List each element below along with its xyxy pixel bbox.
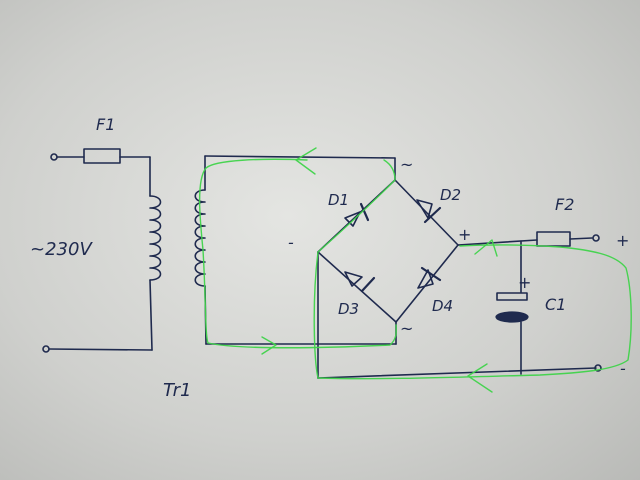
flow-arrow-top <box>295 147 317 175</box>
secondary-circuit <box>194 155 397 345</box>
input-terminal-bottom <box>42 345 50 353</box>
input-circuit <box>42 148 162 353</box>
output-minus-label: - <box>620 359 626 378</box>
output-terminal-plus <box>592 234 600 242</box>
fuse-f1 <box>83 148 121 164</box>
flow-arrow-bottom <box>467 363 493 393</box>
bridge-rectifier <box>317 179 459 379</box>
diode-d3 <box>344 271 376 293</box>
capacitor-plate-negative <box>495 311 529 323</box>
diode-d2-label: D2 <box>440 186 461 204</box>
transformer-label: Tr1 <box>163 380 191 401</box>
ac-symbol-top: ~ <box>400 155 413 174</box>
mains-voltage-label: ~230V <box>30 239 93 260</box>
diode-d1-label: D1 <box>328 191 349 209</box>
output-plus-label: + <box>616 231 629 250</box>
bridge-plus-label: + <box>458 225 471 244</box>
diode-d4-label: D4 <box>432 297 453 315</box>
primary-winding <box>149 195 162 281</box>
secondary-winding <box>194 189 206 287</box>
bridge-minus-label: - <box>288 233 294 252</box>
fuse-f2-label: F2 <box>555 195 574 214</box>
output-terminal-minus <box>594 364 602 372</box>
diode-d2 <box>416 199 442 224</box>
current-path-return <box>313 159 632 380</box>
current-path-loop <box>198 158 397 349</box>
fuse-f2 <box>536 231 571 247</box>
diode-d3-label: D3 <box>338 300 359 318</box>
capacitor-label: C1 <box>545 295 566 314</box>
diode-d4 <box>417 266 442 289</box>
capacitor-plus-label: + <box>518 273 531 292</box>
capacitor-plate-positive <box>496 292 528 301</box>
diode-d1 <box>344 202 370 227</box>
flow-arrow-bottom-left <box>261 336 277 355</box>
current-path-overlay <box>198 147 632 393</box>
fuse-f1-label: F1 <box>96 115 115 134</box>
labels: F1 ~230V Tr1 D1 D2 D3 D4 F2 C1 ~ ~ - + +… <box>30 115 629 401</box>
input-terminal-top <box>50 153 58 161</box>
flow-arrow-right <box>474 239 498 257</box>
ac-symbol-bottom: ~ <box>400 319 413 338</box>
